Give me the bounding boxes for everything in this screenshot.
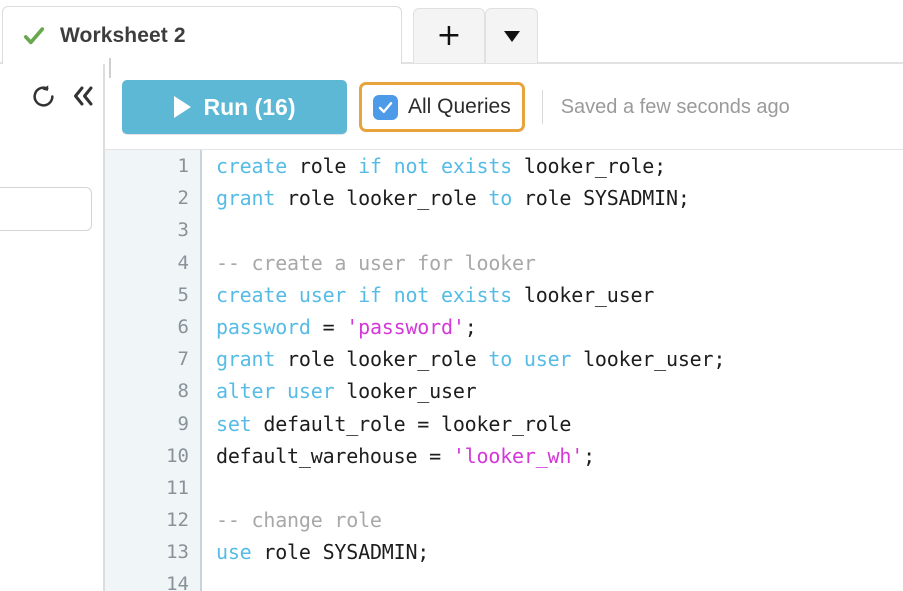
code-token: use (216, 540, 252, 565)
code-token: looker_user (512, 282, 655, 307)
code-line: -- change role (216, 504, 903, 536)
code-token: grant (216, 186, 276, 211)
play-triangle-icon (173, 96, 191, 118)
code-token: looker_user; (571, 347, 726, 372)
checkmark-icon (378, 101, 393, 113)
code-line: grant role looker_role to role SYSADMIN; (216, 182, 903, 214)
code-token: set (216, 411, 252, 436)
line-number: 6 (177, 315, 189, 338)
run-button-label: Run (16) (203, 93, 296, 120)
line-number: 10 (166, 444, 189, 467)
code-token: role looker_role (275, 347, 489, 372)
code-line: create user if not exists looker_user (216, 279, 903, 311)
code-token: default_warehouse = (216, 443, 453, 468)
code-token: alter user (216, 379, 335, 404)
code-line: -- create a user for looker (216, 247, 903, 279)
line-number: 9 (177, 412, 189, 435)
line-number: 3 (177, 219, 189, 242)
code-token: password (216, 314, 311, 339)
code-token: role looker_role (275, 186, 489, 211)
tab-label: Worksheet 2 (60, 23, 186, 47)
line-number: 8 (177, 380, 189, 403)
code-token: create user if not exists (216, 282, 513, 307)
saved-status-text: Saved a few seconds ago (560, 95, 790, 118)
code-token: = (310, 314, 347, 339)
checkbox-box (373, 94, 398, 120)
all-queries-label: All Queries (408, 95, 511, 118)
code-token: default_role = looker_role (251, 411, 572, 436)
code-token: -- create a user for looker (216, 250, 536, 275)
code-line: create role if not exists looker_role; (216, 150, 903, 182)
run-button[interactable]: Run (16) (122, 80, 347, 134)
chevron-down-icon (503, 30, 520, 42)
line-number: 11 (166, 476, 189, 499)
tab-bar-underline (0, 62, 903, 64)
code-token: grant (216, 347, 276, 372)
line-number: 12 (166, 509, 189, 532)
code-token: ; (583, 443, 595, 468)
line-number: 5 (177, 283, 189, 306)
line-number: 14 (166, 573, 189, 591)
line-number: 2 (177, 187, 189, 210)
sidebar-search-input[interactable] (0, 187, 92, 231)
code-token: role SYSADMIN; (512, 186, 690, 211)
editor-toolbar: Run (16) All Queries Saved a few seconds… (105, 64, 903, 150)
code-token: looker_role; (512, 154, 666, 178)
worksheet-menu-button[interactable] (485, 8, 538, 63)
code-area[interactable]: create role if not exists looker_role;gr… (204, 150, 903, 591)
tab-bar: Worksheet 2 + (0, 0, 903, 78)
code-line (216, 472, 903, 504)
sidebar-divider (103, 64, 105, 591)
code-token: to (488, 186, 513, 211)
add-worksheet-button[interactable]: + (413, 8, 485, 63)
code-token: if not exists (358, 154, 513, 178)
left-sidebar (0, 64, 104, 591)
code-line: grant role looker_role to user looker_us… (216, 343, 903, 375)
code-line: password = 'password'; (216, 311, 903, 343)
code-token: 'password' (346, 314, 465, 339)
code-token: create (216, 154, 288, 178)
green-check-icon (23, 26, 45, 44)
code-token: -- change role (216, 508, 382, 533)
code-token: 'looker_wh' (452, 443, 584, 468)
line-number: 13 (166, 541, 189, 564)
toolbar-separator (541, 90, 543, 124)
code-line: alter user looker_user (216, 375, 903, 407)
tab-worksheet-2[interactable]: Worksheet 2 (2, 6, 402, 64)
code-line (216, 568, 903, 591)
code-token: ; (464, 314, 477, 339)
code-token: role SYSADMIN; (251, 540, 430, 565)
plus-icon: + (436, 18, 462, 53)
code-line: set default_role = looker_role (216, 408, 903, 440)
toolbar-underline (105, 149, 903, 150)
all-queries-checkbox[interactable]: All Queries (359, 82, 525, 132)
line-number: 1 (177, 155, 189, 177)
code-line: use role SYSADMIN; (216, 536, 903, 568)
text-cursor-indicator (109, 58, 111, 78)
code-token: role (287, 154, 359, 178)
line-number: 7 (177, 348, 189, 371)
line-number: 4 (177, 251, 189, 274)
code-token: looker_user (334, 379, 477, 404)
sidebar-actions (30, 83, 96, 109)
code-line: default_warehouse = 'looker_wh'; (216, 440, 903, 472)
refresh-icon[interactable] (30, 83, 56, 109)
double-chevron-left-icon[interactable] (70, 83, 96, 109)
code-token: to user (488, 347, 572, 372)
code-line (216, 214, 903, 246)
